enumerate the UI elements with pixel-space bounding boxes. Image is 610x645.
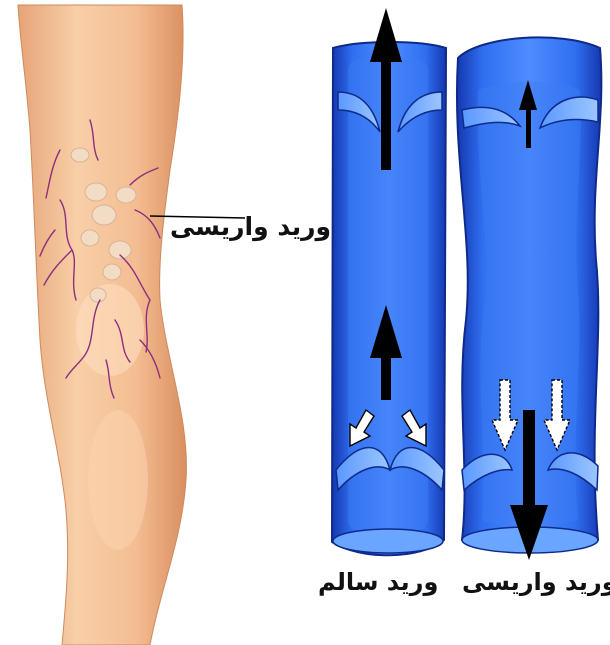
calf-highlight — [88, 410, 148, 550]
varicose-vein-diagram — [457, 37, 601, 560]
healthy-vein-bottom-rim — [333, 529, 443, 553]
knee-highlight — [76, 284, 144, 376]
healthy-vein-diagram — [332, 8, 446, 555]
leg-varicose-vein-label: ورید واریسی — [170, 212, 331, 241]
varicose-vein-label: ورید واریسی — [462, 568, 610, 596]
healthy-vein-label: ورید سالم — [318, 568, 438, 596]
leg-illustration — [18, 5, 245, 645]
